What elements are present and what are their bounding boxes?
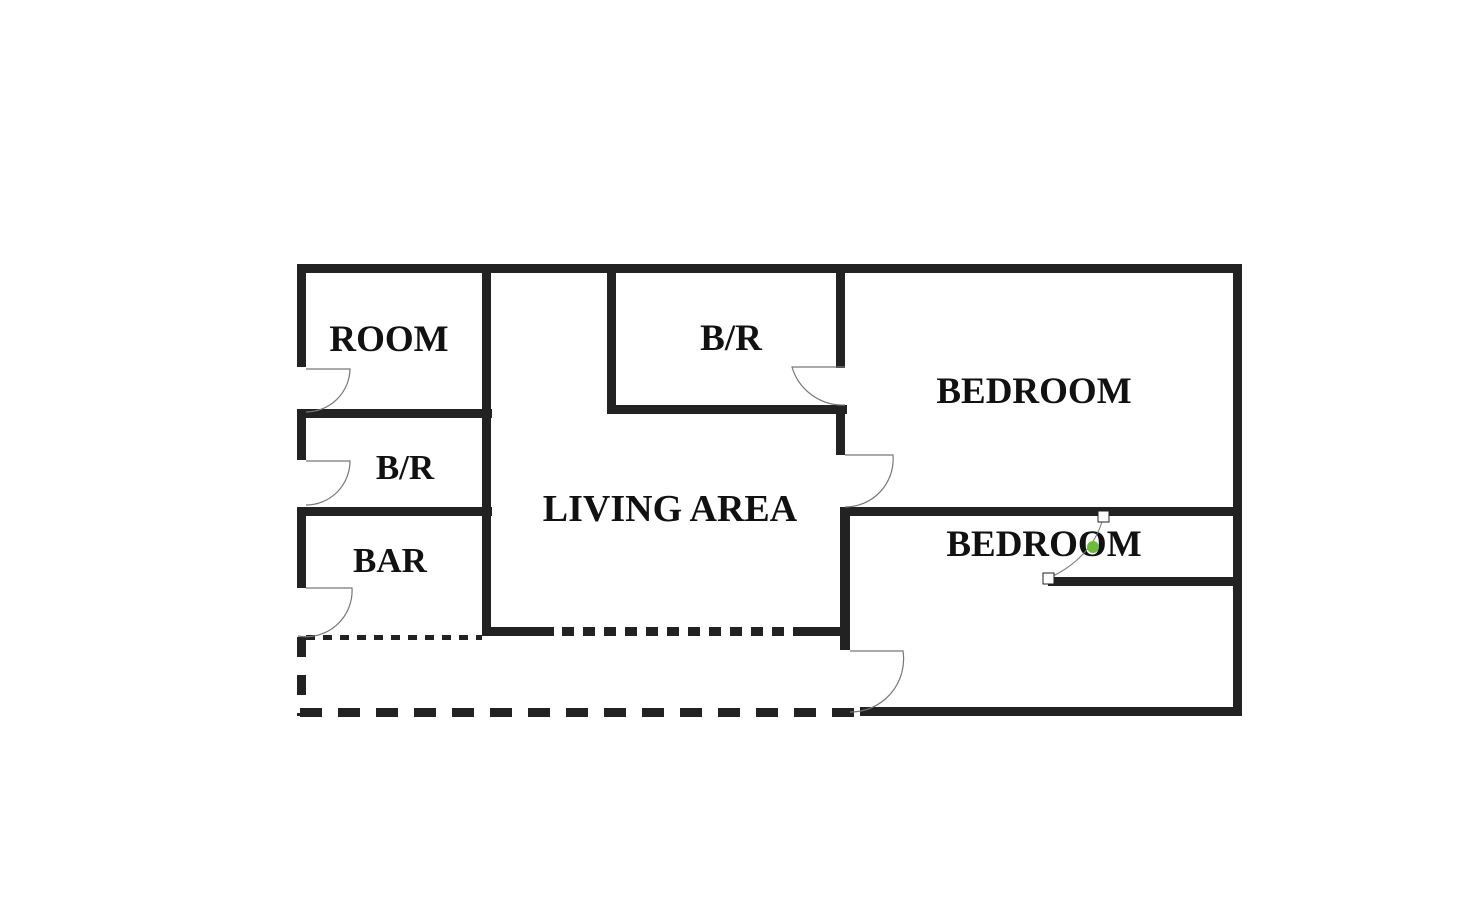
wall-left-room bbox=[297, 264, 306, 367]
dashed-wall-porch-top bbox=[306, 635, 315, 640]
dashed-wall-porch-bottom bbox=[452, 708, 474, 717]
dashed-wall-porch-bottom bbox=[376, 708, 398, 717]
dashed-wall-porch-bottom bbox=[338, 708, 360, 717]
dashed-wall-porch-bottom bbox=[490, 708, 512, 717]
wall-left-column bbox=[482, 264, 491, 636]
dashed-wall-living-bottom bbox=[793, 627, 796, 636]
wall-outer-bottom bbox=[860, 707, 1242, 716]
door-bar[interactable] bbox=[297, 587, 353, 638]
label-living-area: LIVING AREA bbox=[543, 488, 798, 530]
wall-bedroom-divider bbox=[840, 507, 1242, 516]
door-br-top[interactable] bbox=[791, 366, 846, 406]
room-labels: ROOM B/R BAR LIVING AREA B/R BEDROOM BED… bbox=[329, 318, 1141, 580]
wall-living-bottom-right bbox=[796, 627, 850, 636]
dashed-wall-porch-top bbox=[408, 635, 417, 640]
dashed-wall-porch-bottom bbox=[718, 708, 740, 717]
dashed-wall-porch-bottom bbox=[414, 708, 436, 717]
door-bedroom-1[interactable] bbox=[844, 454, 894, 508]
wall-bedroom2-partial bbox=[1048, 577, 1242, 586]
dashed-wall-porch-left bbox=[297, 713, 306, 716]
label-room: ROOM bbox=[329, 319, 448, 360]
rotation-handle[interactable] bbox=[1087, 541, 1099, 553]
dashed-wall-porch-bottom bbox=[604, 708, 626, 717]
wall-living-right-lower bbox=[840, 507, 850, 650]
walls bbox=[297, 264, 1242, 716]
dashed-wall-living-bottom bbox=[604, 627, 616, 636]
label-bedroom-2: BEDROOM bbox=[946, 524, 1141, 565]
wall-br-top-bottom bbox=[607, 405, 847, 414]
dashed-wall-living-bottom bbox=[688, 627, 700, 636]
door-room[interactable] bbox=[305, 368, 351, 413]
wall-room-br-divider bbox=[297, 409, 492, 418]
wall-living-right-middle bbox=[836, 405, 845, 455]
dashed-wall-porch-bottom bbox=[794, 708, 816, 717]
dashed-walls bbox=[297, 627, 854, 717]
dashed-wall-porch-top bbox=[374, 635, 383, 640]
dashed-wall-porch-top bbox=[357, 635, 366, 640]
wall-br-top-right-upper bbox=[836, 264, 845, 368]
dashed-wall-porch-bottom bbox=[832, 708, 854, 717]
dashed-wall-living-bottom bbox=[751, 627, 763, 636]
dashed-wall-porch-top bbox=[340, 635, 349, 640]
door-br-left[interactable] bbox=[305, 460, 351, 506]
dashed-wall-porch-top bbox=[476, 635, 482, 640]
wall-left-bar bbox=[297, 508, 306, 588]
label-bedroom-1: BEDROOM bbox=[936, 371, 1131, 412]
dashed-wall-porch-top bbox=[459, 635, 468, 640]
doors bbox=[297, 366, 905, 713]
resize-handle-top[interactable] bbox=[1097, 510, 1110, 523]
dashed-wall-living-bottom bbox=[625, 627, 637, 636]
label-br-top: B/R bbox=[700, 318, 763, 359]
wall-br-bar-divider bbox=[297, 507, 492, 516]
wall-br-top-left bbox=[607, 264, 616, 414]
wall-outer-top bbox=[297, 264, 1242, 273]
dashed-wall-porch-top bbox=[323, 635, 332, 640]
dashed-wall-porch-bottom bbox=[680, 708, 702, 717]
wall-living-bottom-left bbox=[482, 627, 554, 636]
dashed-wall-living-bottom bbox=[562, 627, 574, 636]
connector-curve[interactable] bbox=[1048, 517, 1104, 579]
dashed-wall-porch-top bbox=[442, 635, 451, 640]
dashed-wall-porch-bottom bbox=[528, 708, 550, 717]
dashed-wall-porch-top bbox=[425, 635, 434, 640]
dashed-wall-living-bottom bbox=[583, 627, 595, 636]
label-bar: BAR bbox=[353, 541, 428, 580]
resize-handle-bottom[interactable] bbox=[1042, 572, 1055, 585]
dashed-wall-living-bottom bbox=[772, 627, 784, 636]
label-br-left: B/R bbox=[376, 448, 435, 487]
dashed-wall-living-bottom bbox=[730, 627, 742, 636]
dashed-wall-porch-bottom bbox=[642, 708, 664, 717]
dashed-wall-living-bottom bbox=[646, 627, 658, 636]
dashed-wall-porch-top bbox=[391, 635, 400, 640]
connector-selection[interactable] bbox=[1042, 510, 1110, 585]
door-bedroom-2[interactable] bbox=[849, 650, 905, 713]
dashed-wall-porch-bottom bbox=[566, 708, 588, 717]
dashed-wall-living-bottom bbox=[667, 627, 679, 636]
wall-left-br bbox=[297, 410, 306, 460]
dashed-wall-porch-left bbox=[297, 675, 306, 695]
dashed-wall-porch-bottom bbox=[300, 708, 322, 717]
dashed-wall-porch-bottom bbox=[756, 708, 778, 717]
dashed-wall-porch-left bbox=[297, 637, 306, 657]
wall-outer-right bbox=[1233, 264, 1242, 716]
dashed-wall-living-bottom bbox=[709, 627, 721, 636]
